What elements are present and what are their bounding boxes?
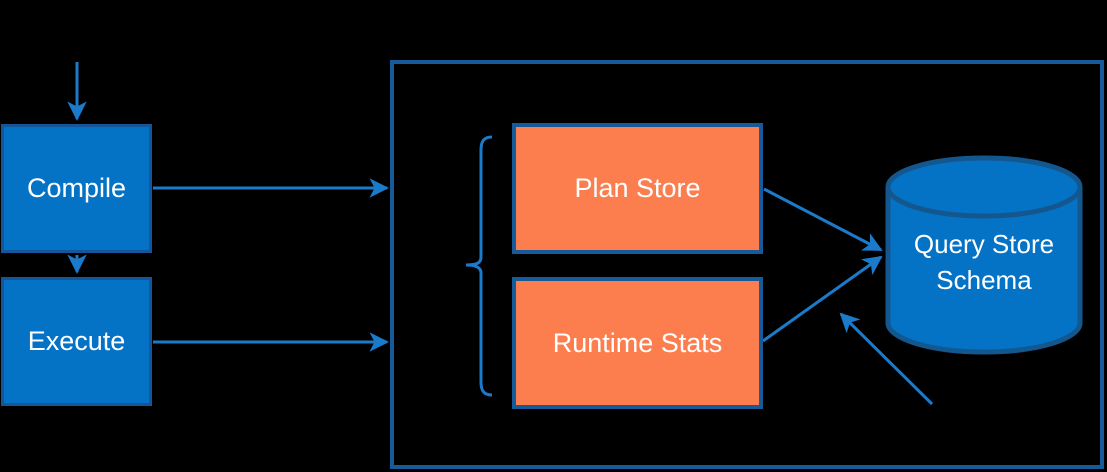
- grouping-brace: [465, 135, 493, 397]
- plan-store-node: Plan Store: [512, 123, 763, 254]
- runtime-stats-node: Runtime Stats: [512, 277, 763, 409]
- plan-store-label: Plan Store: [574, 173, 701, 203]
- execute-node: Execute: [1, 277, 152, 406]
- compile-label: Compile: [26, 173, 127, 203]
- arrow-runtime-stats-to-schema: [762, 255, 883, 343]
- arrow-bottom-right-inbound: [839, 312, 934, 406]
- query-store-schema-label: Query Store Schema: [913, 229, 1055, 296]
- database-cylinder-shape: [885, 155, 1083, 355]
- compile-node: Compile: [1, 124, 152, 253]
- query-store-container: [390, 60, 1104, 469]
- execute-label: Execute: [27, 326, 126, 356]
- arrow-plan-store-to-schema: [763, 187, 883, 252]
- runtime-stats-label: Runtime Stats: [552, 327, 723, 358]
